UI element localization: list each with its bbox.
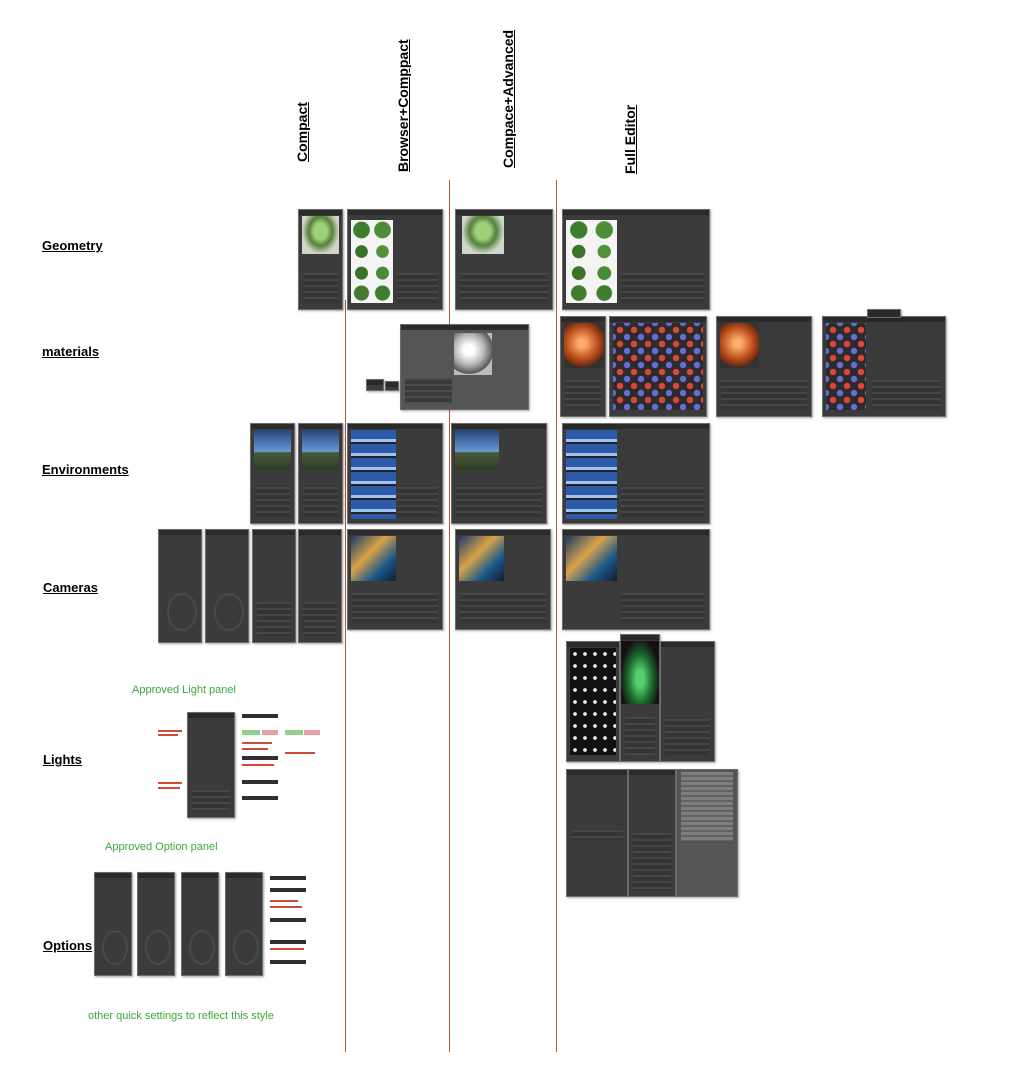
materials-full-editor-panel-1 (560, 316, 606, 417)
cameras-compact-panel-3 (252, 529, 296, 643)
geometry-advanced-panel (455, 209, 553, 310)
materials-browser-panel (400, 324, 529, 410)
cameras-compact-panel-4 (298, 529, 342, 643)
options-annotation-sheet (270, 874, 316, 966)
lights-approved-panel (187, 712, 235, 818)
column-label-compact: Compact (294, 102, 310, 162)
materials-full-editor-panel-2 (609, 316, 707, 417)
geometry-full-editor-panel (562, 209, 710, 310)
environments-compact-panel-2 (298, 423, 343, 524)
materials-small-popup-2 (385, 381, 399, 391)
row-label-options: Options (43, 938, 93, 953)
cameras-advanced-panel (455, 529, 551, 630)
options-full-editor-panel-1 (566, 769, 628, 897)
row-label-lights: Lights (43, 752, 82, 767)
lights-note-left (158, 728, 184, 738)
options-compact-panel-3 (181, 872, 219, 976)
cameras-browser-panel (347, 529, 443, 630)
geometry-compact-panel (298, 209, 343, 310)
materials-full-editor-header-strip (867, 309, 901, 318)
note-approved-light-panel: Approved Light panel (132, 684, 236, 696)
options-compact-panel-4 (225, 872, 263, 976)
row-label-materials: materials (42, 344, 100, 359)
cameras-compact-panel-2 (205, 529, 249, 643)
divider-line-2 (449, 180, 450, 1052)
row-label-cameras: Cameras (43, 580, 98, 595)
lights-note-left-2 (158, 780, 184, 792)
materials-full-editor-panel-3 (716, 316, 812, 417)
environments-full-editor-panel (562, 423, 710, 524)
divider-line-1 (345, 300, 346, 1052)
cameras-compact-panel-1 (158, 529, 202, 643)
column-label-browser-compact: Browser+Comppact (395, 39, 411, 172)
lights-full-editor-panel-2 (620, 634, 660, 762)
environments-compact-panel-1 (250, 423, 295, 524)
row-label-environments: Environments (42, 462, 129, 477)
options-compact-panel-2 (137, 872, 175, 976)
column-label-compact-advanced: Compace+Advanced (500, 29, 516, 168)
lights-full-editor-panel-3 (660, 641, 715, 762)
materials-small-popup (366, 379, 384, 391)
lights-annotation-sheet (240, 712, 322, 804)
divider-line-3 (556, 180, 557, 1052)
options-full-editor-menu (676, 769, 738, 897)
geometry-browser-panel (347, 209, 443, 310)
column-label-full-editor: Full Editor (622, 104, 638, 174)
environments-advanced-panel (451, 423, 547, 524)
options-full-editor-panel-2 (628, 769, 676, 897)
materials-full-editor-panel-4 (822, 316, 946, 417)
row-label-geometry: Geometry (42, 238, 103, 253)
note-approved-option-panel: Approved Option panel (105, 841, 218, 853)
note-quick-settings: other quick settings to reflect this sty… (88, 1010, 274, 1022)
environments-browser-panel (347, 423, 443, 524)
lights-full-editor-panel-1 (566, 641, 620, 762)
cameras-full-editor-panel (562, 529, 710, 630)
options-compact-panel-1 (94, 872, 132, 976)
